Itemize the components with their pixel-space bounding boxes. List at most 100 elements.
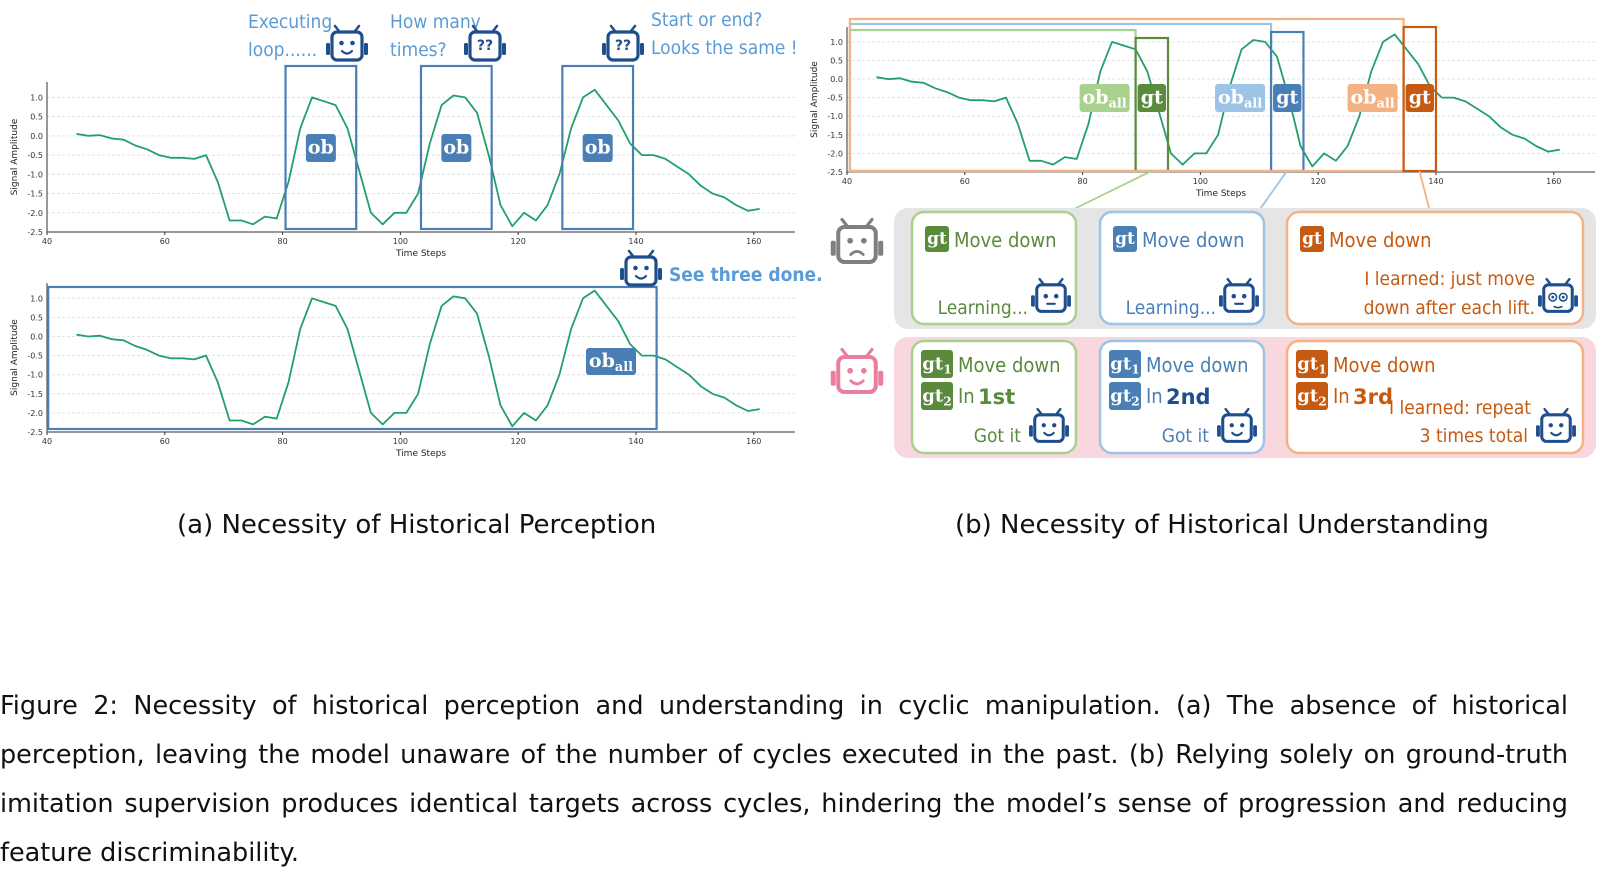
svg-text:gt: gt [1302,229,1322,249]
card-top-tag-3: gt [1300,226,1324,252]
card-top-line1-3: I learned: just move [1364,268,1535,290]
card-bottom-ordinal-2: 2nd [1166,385,1211,409]
chart-a1-xtick-label: 140 [628,237,643,246]
card-top-line2-1: Learning... [938,297,1028,319]
svg-text:ob: ob [443,137,469,159]
card-top-title-3: Move down [1329,228,1432,252]
card-bottom-tag2-1: gt2 [921,382,953,410]
card-bottom-tag1-3: gt1 [1296,350,1328,378]
card-bottom-line2-2: Got it [1162,425,1210,447]
chart-b-ytick-label: 1.0 [830,38,843,47]
card-bottom-ordinal-1: 1st [978,385,1015,409]
chart-a2-ytick-label: 1.0 [30,294,43,303]
chart-b-ytick-label: -2.5 [827,168,843,177]
card-bottom-line1-3: I learned: repeat [1389,397,1531,419]
robot-icon-start-end: ?? [600,24,646,62]
card-top-line2-2: Learning... [1126,297,1216,319]
connector-2 [1257,170,1288,213]
chart-b-xtick-label: 60 [960,177,970,186]
chart-a2-ytick-label: -2.0 [27,409,43,418]
card-top-line2-3: down after each lift. [1364,297,1535,319]
chart-b-ytick-label: -2.0 [827,149,843,158]
chart-b-xtick-label: 140 [1428,177,1443,186]
chart-b-ytick-label: -1.5 [827,131,843,140]
subcaption-b: (b) Necessity of Historical Understandin… [955,510,1489,540]
chart-a1-ylabel: Signal Amplitude [10,118,20,195]
chart-a2-signal-line [76,289,760,428]
chart-a1-ytick-label: -1.5 [27,190,43,199]
chart-a2-xlabel: Time Steps [395,449,446,459]
ob-window-2 [419,64,493,231]
chart-b-xlabel: Time Steps [1195,189,1246,199]
chart-a2-xtick-label: 100 [393,437,408,446]
card-top-tag-2: gt [1113,226,1137,252]
svg-text:ob: ob [585,137,611,159]
oball-window [47,285,658,431]
chart-b-xtick-label: 120 [1311,177,1326,186]
chart-a1-xtick-label: 60 [160,237,170,246]
subcaption-a: (a) Necessity of Historical Perception [177,510,657,540]
connector-1 [1067,170,1152,213]
chart-b-ytick-label: -1.0 [827,112,843,121]
card-top-3: gt Move down I learned: just move down afte… [1285,210,1585,326]
svg-text:gt1: gt1 [1110,354,1139,377]
robot-icon-confused: ?? [462,24,508,62]
card-bottom-in-3: In [1333,384,1350,408]
robot-icon-bottom-3 [1534,407,1578,443]
chart-a2-ytick-label: -0.5 [27,352,43,361]
card-bottom-line2-1: Got it [974,425,1022,447]
card-bottom-title-1: Move down [958,353,1061,377]
ob-window-3 [561,64,635,231]
card-bottom-ordinal-3: 3rd [1353,385,1393,409]
card-bottom-in-1: In [958,384,975,408]
chart-a2-ytick-label: -1.0 [27,371,43,380]
card-bottom-title-2: Move down [1146,353,1249,377]
thought-start-or-end: Start or end?Looks the same ! [651,9,798,59]
chart-a2-xtick-label: 120 [511,437,526,446]
chart-a2-ytick-label: -1.5 [27,390,43,399]
card-top-title-1: Move down [954,228,1057,252]
card-top-title-2: Move down [1142,228,1245,252]
svg-text:gt1: gt1 [922,354,951,377]
robot-icon-bottom-2 [1215,407,1259,443]
chart-a2-xtick-label: 60 [160,437,170,446]
ob-label-1: ob [305,134,336,162]
chart-a1-signal-line [76,88,760,228]
robot-icon-executing [324,24,370,62]
figure-caption: Figure 2: Necessity of historical percep… [0,691,1568,868]
card-top-tag-1: gt [925,226,949,252]
oball-tag-b-3: oball [1347,84,1398,112]
chart-a1-ytick-label: 1.0 [30,93,43,102]
svg-text:gt: gt [1276,87,1298,109]
robot-icon-see-done [618,249,664,287]
chart-a2-ytick-label: -2.5 [27,428,43,437]
chart-a1-xtick-label: 160 [746,237,761,246]
svg-text:??: ?? [615,38,631,54]
card-bottom-tag1-1: gt1 [921,350,953,378]
chart-b-ylabel: Signal Amplitude [810,61,820,138]
svg-text:oball: oball [1083,87,1127,112]
chart-b-signal-line [876,33,1560,168]
chart-a1-ytick-label: 0.0 [30,132,43,141]
card-bottom-tag2-2: gt2 [1109,382,1141,410]
robot-icon-pink [828,347,886,394]
chart-a1-xtick-label: 80 [277,237,287,246]
svg-text:gt2: gt2 [1297,386,1326,409]
robot-icon-top-2 [1217,277,1261,313]
card-bottom-title-3: Move down [1333,353,1436,377]
chart-a2-xtick-label: 80 [277,437,287,446]
chart-a1-xlabel: Time Steps [395,249,446,259]
card-bottom-line2-3: 3 times total [1420,425,1528,447]
chart-a2-xtick-label: 160 [746,437,761,446]
robot-icon-top-1 [1029,277,1073,313]
